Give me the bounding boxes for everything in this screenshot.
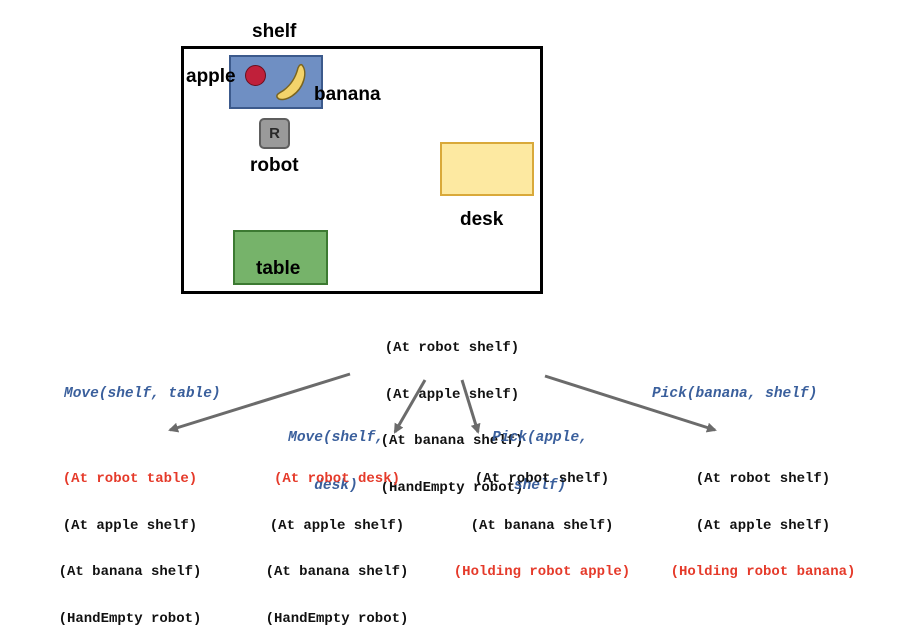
- state-fact: (At banana shelf): [265, 564, 409, 580]
- result-state-banana: (At robot shelf) (At apple shelf) (Holdi…: [658, 441, 868, 596]
- arrow-pick-apple: [460, 379, 481, 434]
- action-pick-apple: Pick(apple, shelf): [484, 398, 596, 510]
- root-fact: (At banana shelf): [380, 433, 524, 449]
- root-state: (At robot shelf) (At apple shelf) (At ba…: [352, 310, 552, 512]
- banana-label: banana: [314, 84, 381, 105]
- state-fact: (At robot shelf): [695, 471, 831, 487]
- root-fact: (HandEmpty robot): [380, 479, 524, 496]
- shelf-object: [229, 55, 323, 109]
- state-fact: (HandEmpty robot): [265, 610, 409, 627]
- arrow-move-table: [168, 372, 351, 433]
- table-label: table: [256, 258, 301, 279]
- result-state-table: (At robot table) (At apple shelf) (At ba…: [40, 441, 220, 643]
- action-move-desk-line: desk): [314, 478, 358, 494]
- state-fact: (At apple shelf): [62, 517, 198, 534]
- desk-label: desk: [460, 209, 504, 230]
- state-fact: (At robot shelf): [474, 471, 610, 487]
- action-pick-banana: Pick(banana, shelf): [652, 386, 818, 402]
- action-move-desk-line: Move(shelf,: [288, 430, 384, 446]
- result-state-desk: (At robot desk) (At apple shelf) (At ban…: [247, 441, 427, 643]
- added-fact: (Holding robot apple): [453, 564, 631, 580]
- root-fact: (At robot shelf): [384, 340, 520, 356]
- robot-object: R: [259, 118, 290, 149]
- arrow-pick-banana: [544, 374, 717, 433]
- apple-label: apple: [186, 66, 236, 87]
- room-outline: [181, 46, 543, 294]
- action-move-table: Move(shelf, table): [64, 386, 221, 402]
- action-pick-apple-line: Pick(apple,: [492, 430, 588, 446]
- result-state-apple: (At robot shelf) (At banana shelf) (Hold…: [442, 441, 642, 596]
- apple-object: [245, 65, 266, 86]
- shelf-label: shelf: [252, 21, 297, 42]
- added-fact: (At robot table): [62, 471, 198, 487]
- state-fact: (HandEmpty robot): [58, 610, 202, 627]
- action-pick-apple-line: shelf): [513, 478, 567, 494]
- root-fact: (At apple shelf): [384, 386, 520, 403]
- banana-object: [276, 63, 306, 101]
- state-fact: (At apple shelf): [695, 517, 831, 534]
- desk-object: [440, 142, 534, 196]
- table-object: [233, 230, 328, 285]
- added-fact: (Holding robot banana): [670, 564, 856, 580]
- transition-arrows: [168, 372, 717, 434]
- arrow-move-desk: [393, 379, 427, 434]
- action-move-desk: Move(shelf, desk): [280, 398, 392, 510]
- state-fact: (At banana shelf): [470, 517, 614, 534]
- state-fact: (At banana shelf): [58, 564, 202, 580]
- added-fact: (At robot desk): [273, 471, 401, 487]
- state-fact: (At apple shelf): [269, 517, 405, 534]
- robot-label: robot: [250, 155, 299, 176]
